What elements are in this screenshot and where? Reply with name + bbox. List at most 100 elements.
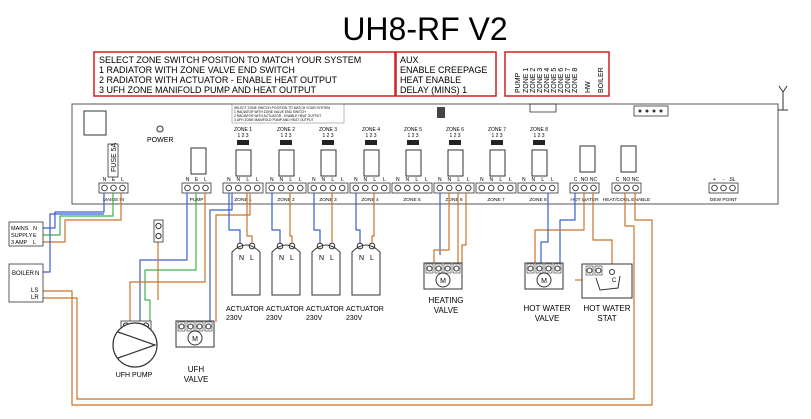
terminal-screw[interactable] — [572, 184, 579, 192]
terminal-screw[interactable] — [362, 184, 369, 192]
zone-selector-switch[interactable] — [533, 140, 545, 145]
terminal-screw[interactable] — [711, 184, 718, 192]
terminal-screw[interactable] — [729, 184, 736, 192]
zone-selector-switch[interactable] — [365, 140, 377, 145]
pin-letter: L — [373, 177, 376, 183]
zone-selector-switch[interactable] — [407, 140, 419, 145]
boiler-block: BOILER N LS LR — [8, 263, 44, 303]
motor-icon: M — [192, 336, 198, 343]
pin-letter: C — [616, 177, 620, 183]
zone-switch-positions: 1 2 3 — [491, 133, 502, 139]
actuator-label: ACTUATOR — [346, 306, 384, 313]
terminal-screw[interactable] — [225, 184, 232, 192]
zone-relay — [278, 149, 295, 177]
terminal-screw[interactable] — [352, 184, 360, 192]
zone-selector-switch[interactable] — [280, 140, 292, 145]
terminal-screw[interactable] — [623, 184, 630, 192]
terminal-screw[interactable] — [234, 184, 242, 192]
zone-switch-positions: 1 2 3 — [407, 133, 418, 139]
pin-letter: E — [195, 177, 199, 183]
zone-switch-positions: 1 2 3 — [365, 133, 376, 139]
actuator-label: ACTUATOR — [306, 306, 344, 313]
hot-water-stat-label-2: STAT — [597, 314, 616, 323]
terminal-screw[interactable] — [520, 184, 528, 192]
terminal-screw[interactable] — [478, 184, 486, 192]
terminal-screw[interactable] — [720, 184, 727, 192]
terminal-screw[interactable] — [488, 184, 495, 192]
hw-valve-neutral-wire — [559, 193, 576, 265]
zone-switch-label: ZONE 7 — [488, 127, 506, 133]
terminal-screw[interactable] — [193, 184, 200, 192]
dip-label: PUMP — [515, 72, 522, 93]
terminal-screw[interactable] — [581, 184, 588, 192]
terminal-label: MAINS IN — [103, 197, 125, 203]
terminal-screw[interactable] — [446, 184, 453, 192]
terminal-screw[interactable] — [320, 184, 327, 192]
mains-live-wire — [43, 193, 122, 243]
terminal-label: ZONE 2 — [277, 197, 295, 203]
pin-letter: L — [499, 177, 502, 183]
zone-relay — [447, 149, 464, 177]
zone-selector-switch[interactable] — [237, 140, 249, 145]
heating-valve-label: HEATING — [429, 296, 464, 305]
terminal-screw[interactable] — [423, 184, 430, 192]
terminal-screw[interactable] — [394, 184, 402, 192]
terminal-screw[interactable] — [539, 184, 547, 192]
ufh-pump-label: UFH PUMP — [116, 372, 153, 379]
info-line-4: 3 UFH ZONE MANIFOLD PUMP AND HEAT OUTPUT — [99, 85, 317, 95]
zone-selector-switch[interactable] — [491, 140, 503, 145]
terminal-screw[interactable] — [244, 184, 251, 192]
pump-neutral-wire — [139, 193, 188, 322]
config-dip-switch[interactable] — [529, 103, 557, 113]
terminal-screw[interactable] — [497, 184, 505, 192]
terminal-screw[interactable] — [287, 184, 295, 192]
terminal-screw[interactable] — [413, 184, 421, 192]
terminal-screw[interactable] — [455, 184, 463, 192]
terminal-screw[interactable] — [404, 184, 411, 192]
terminal-screw[interactable] — [101, 184, 108, 192]
terminal-screw[interactable] — [329, 184, 337, 192]
terminal-screw[interactable] — [590, 184, 597, 192]
terminal-screw[interactable] — [371, 184, 379, 192]
zone-selector-switch[interactable] — [449, 140, 461, 145]
svg-text:N: N — [35, 271, 39, 277]
terminal-screw[interactable] — [339, 184, 346, 192]
terminal-screw[interactable] — [110, 184, 117, 192]
terminal-screw[interactable] — [614, 184, 621, 192]
terminal-screw[interactable] — [507, 184, 514, 192]
zone-selector-switch[interactable] — [322, 140, 334, 145]
zone-switch-label: ZONE 2 — [277, 127, 295, 133]
terminal-screw[interactable] — [549, 184, 556, 192]
zone-switch-positions: 1 2 3 — [237, 133, 248, 139]
terminal-screw[interactable] — [119, 184, 126, 192]
pin-letter: N — [103, 177, 107, 183]
terminal-screw[interactable] — [297, 184, 304, 192]
pin-letter: N — [405, 177, 409, 183]
actuator-pin-n: N — [319, 255, 324, 262]
terminal-screw[interactable] — [310, 184, 318, 192]
aux-line-4: DELAY (MINS) 1 — [400, 85, 467, 95]
fuse-holder — [107, 143, 119, 178]
terminal-screw[interactable] — [530, 184, 537, 192]
terminal-screw[interactable] — [268, 184, 276, 192]
zone-relay — [489, 149, 506, 177]
terminal-screw[interactable] — [381, 184, 388, 192]
terminal-screw[interactable] — [436, 184, 444, 192]
ufh-pump: UFH PUMP — [112, 320, 158, 379]
pin-letter: L — [467, 177, 470, 183]
terminal-screw[interactable] — [632, 184, 639, 192]
terminal-screw[interactable] — [278, 184, 285, 192]
terminal-screw[interactable] — [465, 184, 472, 192]
pin-letter: N — [531, 177, 535, 183]
dip-label: ZONE 8 — [572, 68, 579, 93]
power-led-icon — [156, 125, 164, 133]
terminal-screw[interactable] — [202, 184, 209, 192]
aux-dip-switch[interactable] — [437, 107, 445, 118]
heating-valve-label-2: VALVE — [434, 306, 459, 315]
terminal-screw[interactable] — [184, 184, 191, 192]
pin-letter: L — [457, 177, 460, 183]
terminal-screw[interactable] — [253, 184, 261, 192]
terminal-label: HEAT/COOL ENABLE — [603, 197, 650, 203]
